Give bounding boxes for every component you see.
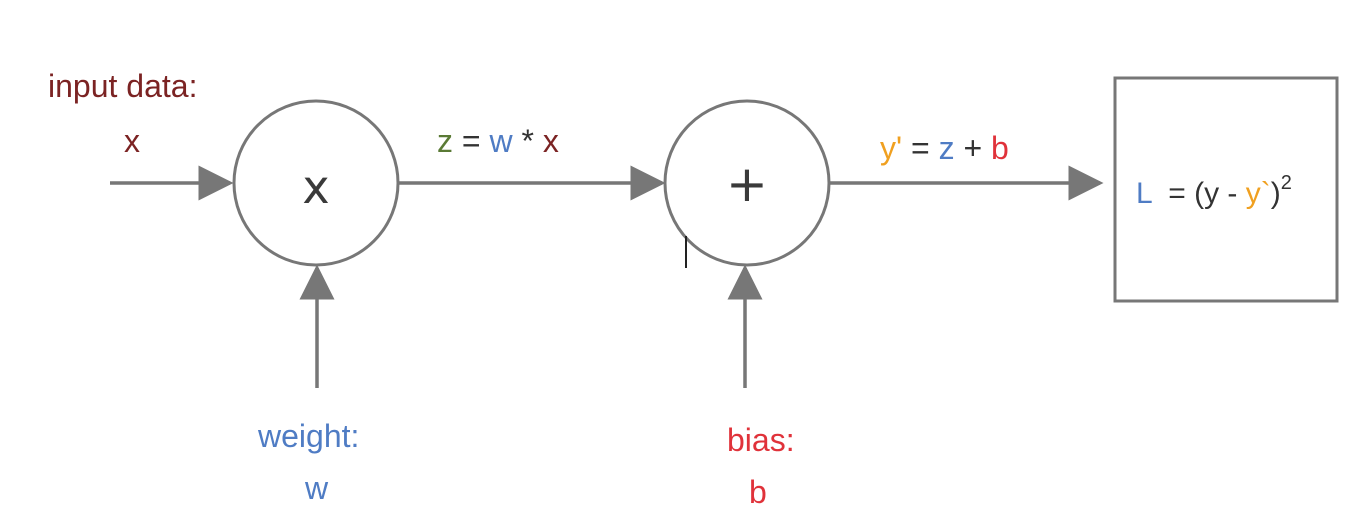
loss-power: 2 — [1280, 172, 1292, 194]
y-z-symbol: z — [938, 130, 955, 166]
loss-formula: L = (y - y`)2 — [1136, 173, 1292, 212]
bias-label: bias: — [727, 422, 795, 458]
loss-L-symbol: L — [1136, 177, 1152, 210]
weight-symbol: w — [305, 470, 329, 506]
z-times: * — [512, 123, 543, 159]
add-symbol: + — [726, 155, 768, 213]
multiply-symbol: x — [302, 160, 330, 214]
input-label: input data: — [48, 68, 198, 104]
input-symbol: x — [124, 123, 140, 159]
loss-y-pred: y` — [1245, 177, 1271, 210]
y-plus: + — [954, 130, 992, 166]
y-equals: = — [902, 130, 939, 166]
z-symbol: z — [437, 123, 453, 159]
loss-close: ) — [1270, 177, 1281, 210]
y-pred-symbol: y' — [880, 130, 903, 166]
loss-box — [1113, 76, 1339, 303]
z-equation: z = w * x — [437, 123, 559, 159]
weight-label: weight: — [258, 418, 360, 454]
bias-symbol: b — [749, 474, 767, 510]
z-equals: = — [453, 123, 490, 159]
z-x-symbol: x — [542, 123, 559, 159]
y-pred-equation: y' = z + b — [880, 130, 1009, 166]
y-b-symbol: b — [991, 130, 1009, 166]
loss-eq: = (y - — [1151, 177, 1246, 210]
z-w-symbol: w — [489, 123, 513, 159]
